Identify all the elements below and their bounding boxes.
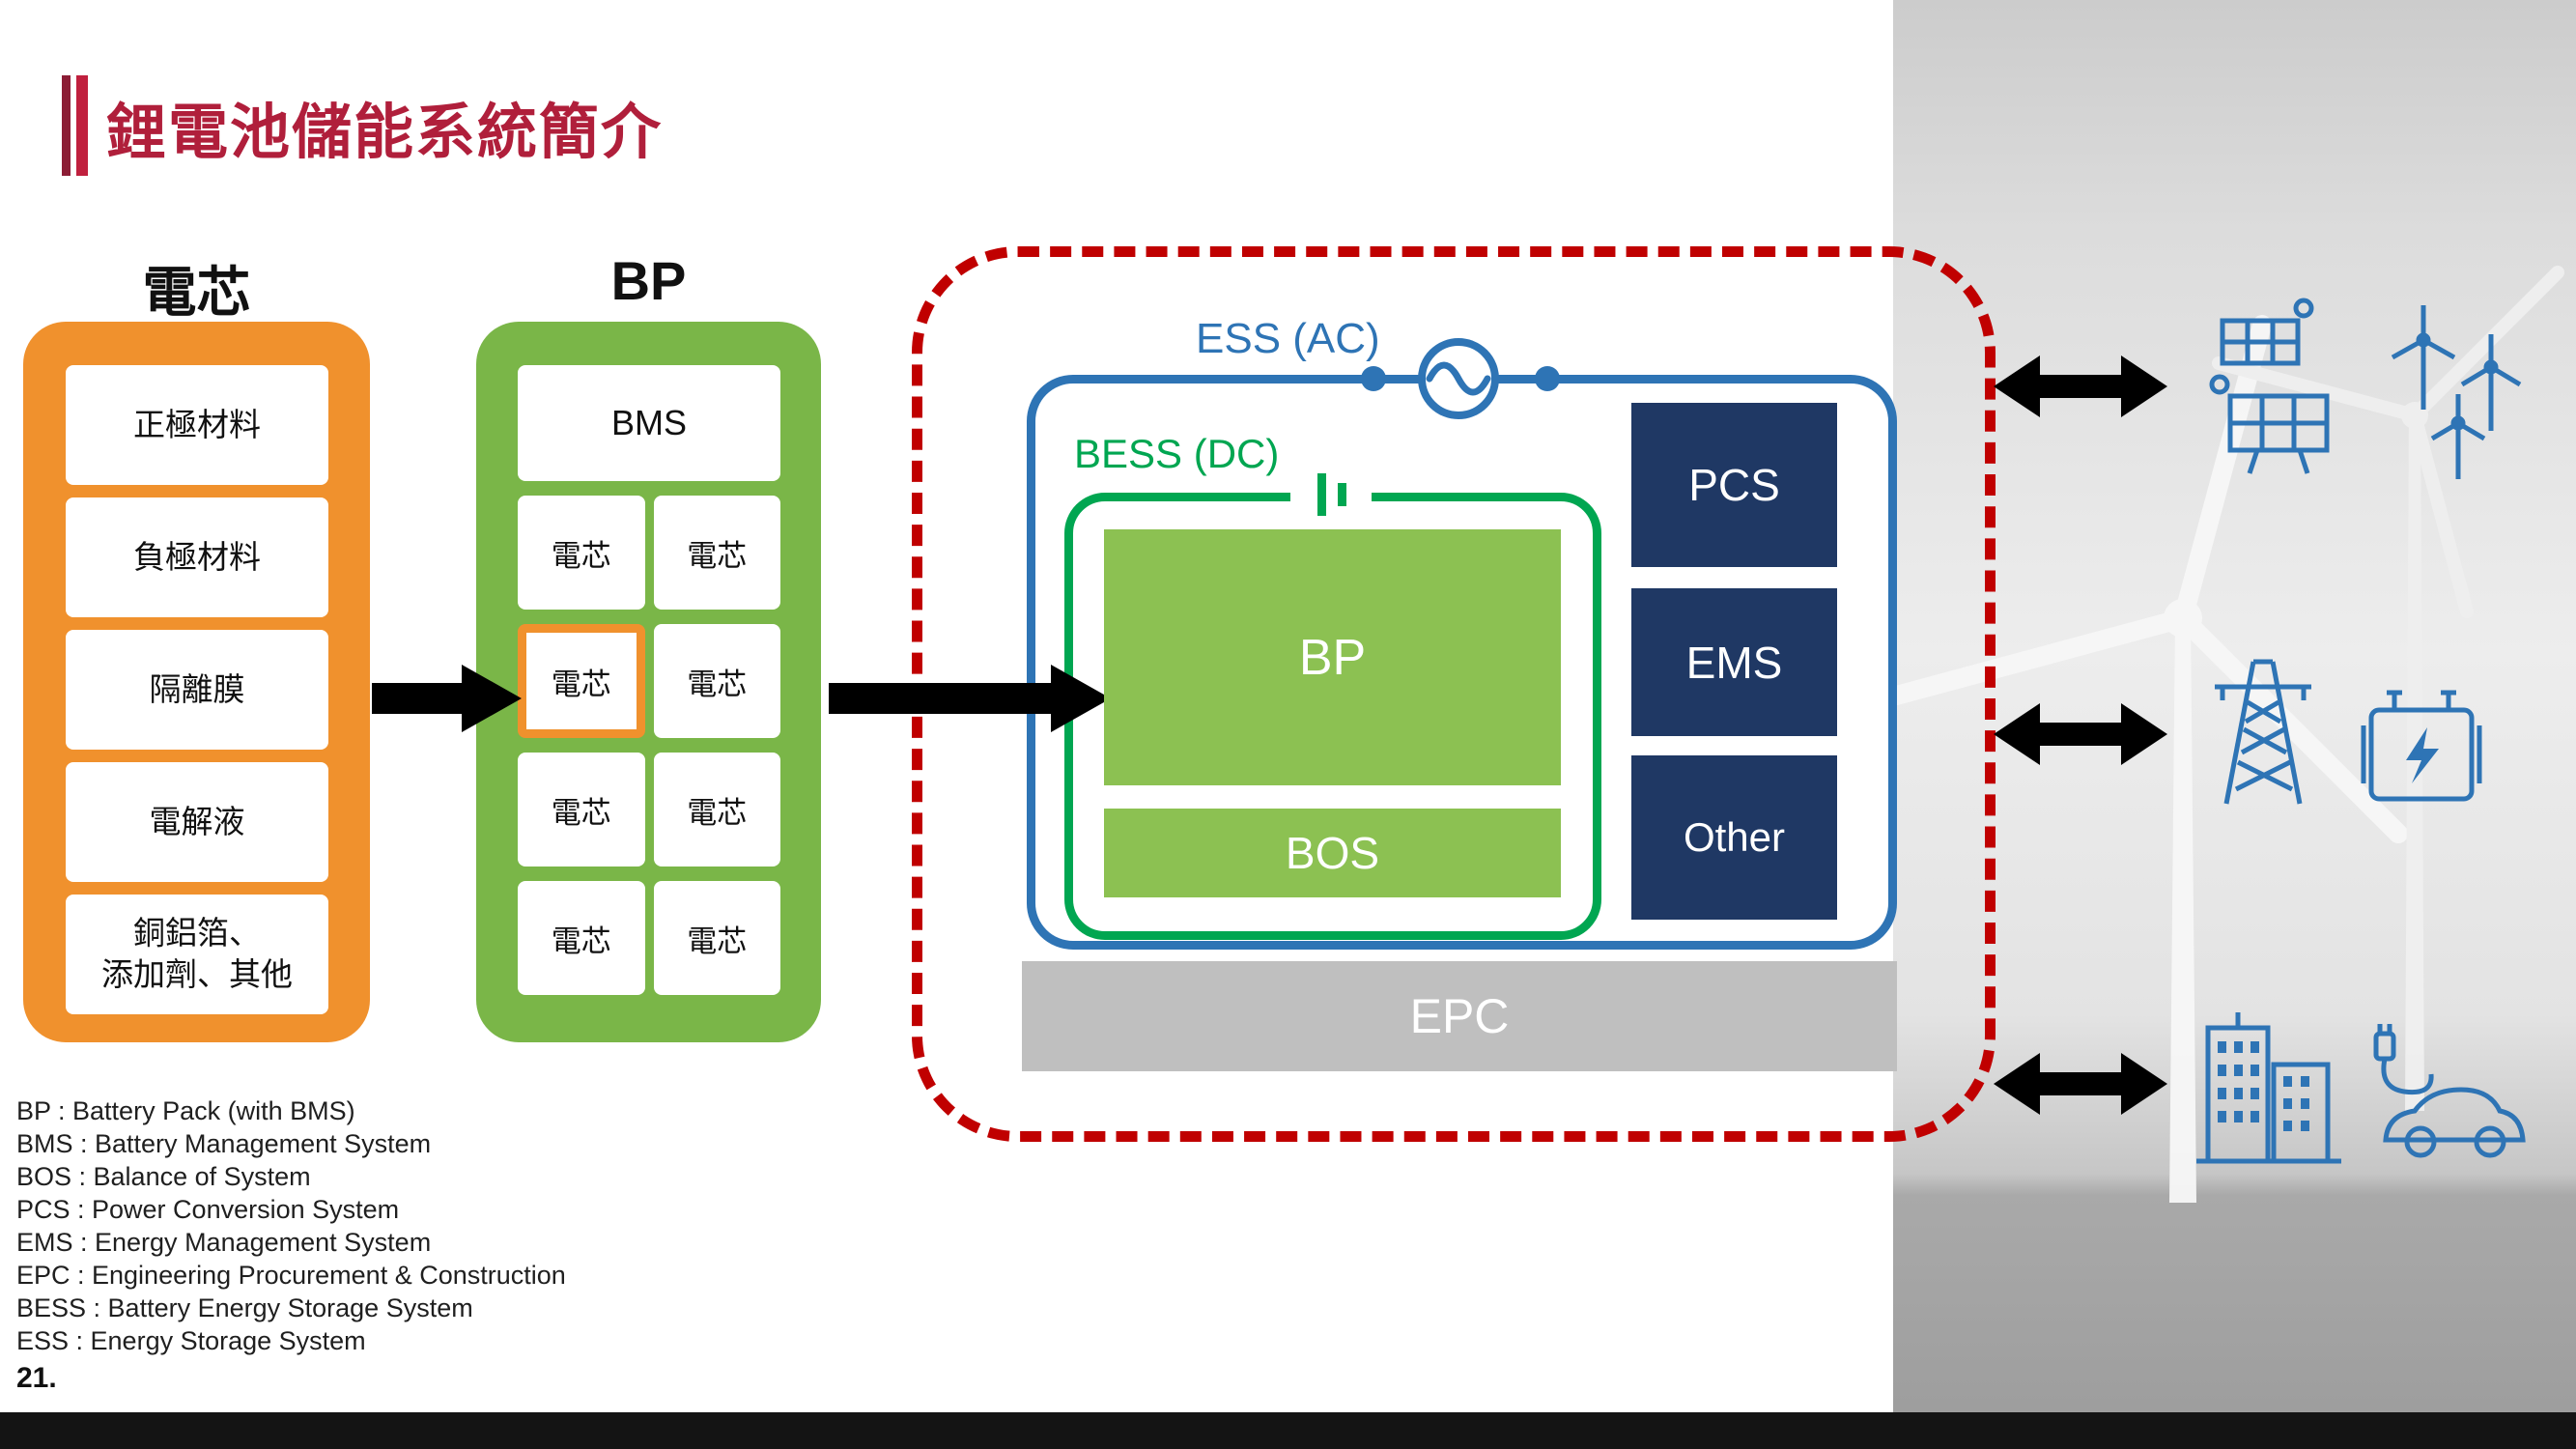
cell-box-highlighted: 電芯	[518, 624, 645, 738]
title-accent-bar	[76, 75, 88, 176]
cell-box: 電芯	[653, 496, 780, 610]
cell-box: 電芯	[518, 753, 645, 867]
wind-farm-photo	[1893, 0, 2576, 1449]
pcs-block: PCS	[1631, 403, 1837, 567]
abbreviation-legend: BP : Battery Pack (with BMS) BMS : Batte…	[16, 1094, 566, 1357]
material-foils-additives: 銅鋁箔、 添加劑、其他	[66, 895, 328, 1014]
bp-column-heading: BP	[610, 250, 687, 311]
legend-line: BOS : Balance of System	[16, 1162, 311, 1191]
arrow-right-icon	[372, 665, 522, 732]
legend-line: EPC : Engineering Procurement & Construc…	[16, 1261, 566, 1290]
legend-line: BESS : Battery Energy Storage System	[16, 1293, 473, 1322]
title-accent-bar-dark	[62, 75, 71, 176]
bp-block: BP	[1104, 529, 1561, 785]
bms-box: BMS	[518, 365, 780, 481]
page-title: 鋰電池儲能系統簡介	[106, 99, 664, 166]
double-arrow-icon	[1994, 1053, 2167, 1115]
bess-dc-label: BESS (DC)	[1074, 431, 1280, 476]
bos-block: BOS	[1104, 809, 1561, 897]
double-arrow-icon	[1994, 355, 2167, 417]
legend-line: BMS : Battery Management System	[16, 1129, 432, 1158]
bottom-bar	[0, 1412, 2576, 1449]
cell-column-heading: 電芯	[142, 262, 251, 323]
cell-box: 電芯	[653, 624, 780, 738]
material-separator: 隔離膜	[66, 630, 328, 750]
cell-grid: 電芯 電芯 電芯 電芯 電芯 電芯 電芯 電芯	[518, 496, 780, 995]
solar-and-wind-icon	[2209, 298, 2522, 479]
legend-line: ESS : Energy Storage System	[16, 1326, 366, 1355]
cell-box: 電芯	[653, 753, 780, 867]
double-arrow-icon	[1994, 703, 2167, 765]
legend-line: PCS : Power Conversion System	[16, 1195, 400, 1224]
epc-bar: EPC	[1022, 961, 1897, 1071]
cell-box: 電芯	[518, 881, 645, 995]
material-cathode: 正極材料	[66, 365, 328, 485]
legend-line: BP : Battery Pack (with BMS)	[16, 1096, 355, 1125]
battery-pack-panel: BMS 電芯 電芯 電芯 電芯 電芯 電芯 電芯 電芯	[476, 322, 821, 1042]
buildings-and-ev-icon	[2196, 1012, 2526, 1164]
battery-icon	[1290, 473, 1372, 516]
ess-ac-label: ESS (AC)	[1196, 315, 1380, 362]
arrow-right-icon	[829, 665, 1111, 732]
cell-box: 電芯	[518, 496, 645, 610]
material-anode: 負極材料	[66, 497, 328, 617]
legend-line: EMS : Energy Management System	[16, 1228, 432, 1257]
material-electrolyte: 電解液	[66, 762, 328, 882]
wind-turbine-art	[1893, 266, 2564, 1203]
cell-materials-panel: 正極材料 負極材料 隔離膜 電解液 銅鋁箔、 添加劑、其他	[23, 322, 370, 1042]
power-grid-icon	[2215, 659, 2482, 805]
other-block: Other	[1631, 755, 1837, 920]
page-number: 21.	[16, 1362, 57, 1394]
ems-block: EMS	[1631, 588, 1837, 736]
cell-box: 電芯	[653, 881, 780, 995]
ac-source-icon	[1361, 338, 1560, 419]
